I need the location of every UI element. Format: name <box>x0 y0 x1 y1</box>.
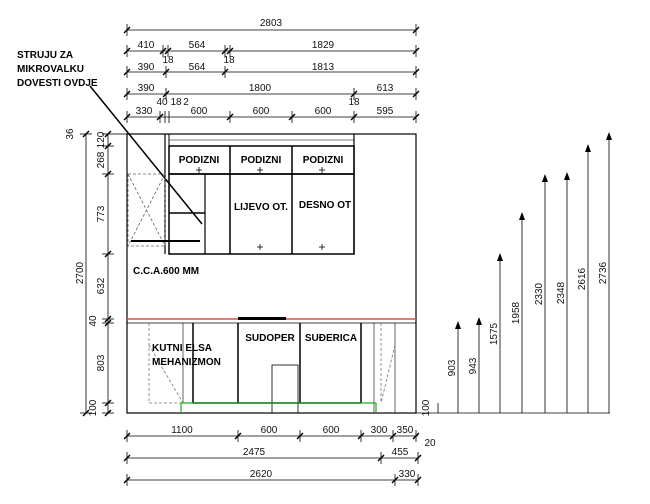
label-podizni-1: PODIZNI <box>179 155 220 166</box>
dim-left-side: 36 <box>65 128 76 140</box>
dim-bottom-r1-a: 1100 <box>171 425 193 436</box>
microwave-niche <box>127 173 166 247</box>
left-dimension-ticks <box>82 130 112 417</box>
dim-top-tiny-18b: 18 <box>348 97 360 108</box>
dim-left-seg-2: 268 <box>96 151 107 168</box>
label-sudoper: SUDOPER <box>245 333 295 344</box>
dim-top-r1-b: 564 <box>189 40 206 51</box>
dim-bottom-r2-b: 455 <box>392 447 409 458</box>
dim-top-tiny-2: 2 <box>183 97 189 108</box>
dim-bottom-r1-d: 300 <box>371 425 388 436</box>
dim-bottom-r1-b: 600 <box>261 425 278 436</box>
dim-bottom-r2-a: 2475 <box>243 447 266 458</box>
dim-bottom-r1-e: 350 <box>397 425 414 436</box>
dim-bottom-r1-c: 600 <box>323 425 340 436</box>
note-line-3: DOVESTI OVDJE <box>17 78 98 89</box>
right-dimension-arrows <box>455 132 612 329</box>
dim-right-h8: 2736 <box>598 261 609 284</box>
dim-left-seg-7: 100 <box>88 399 99 416</box>
note-leader-line <box>89 85 203 225</box>
bottom-dimension-chains <box>126 430 419 486</box>
dim-bottom-r3-b: 330 <box>399 469 416 480</box>
dim-top-r4-a: 330 <box>136 106 153 117</box>
dim-top-r3-c: 613 <box>377 83 394 94</box>
dim-right-h3: 1575 <box>489 322 500 345</box>
top-dimension-ticks <box>123 26 420 121</box>
dim-top-r4-b: 600 <box>191 106 208 117</box>
dim-left-seg-3: 773 <box>96 205 107 222</box>
handle-marks <box>196 167 325 250</box>
note-line-2: MIKROVALKU <box>17 64 84 75</box>
dim-top-r2-a: 390 <box>138 62 155 73</box>
label-podizni-2: PODIZNI <box>241 155 282 166</box>
top-dimension-chains <box>126 24 417 123</box>
dim-left-seg-4: 632 <box>96 277 107 294</box>
sink-top <box>238 317 286 320</box>
upper-cabinets <box>164 134 355 255</box>
dim-right-base: 100 <box>421 399 432 416</box>
dim-bottom-r3-a: 2620 <box>250 469 273 480</box>
label-suderica: SUĐERICA <box>305 333 357 344</box>
dim-top-r2-b: 564 <box>189 62 206 73</box>
dim-overall-width: 2803 <box>260 18 283 29</box>
dim-top-r4-c: 600 <box>253 106 270 117</box>
label-podizni-3: PODIZNI <box>303 155 344 166</box>
note-line-1: STRUJU ZA <box>17 50 73 61</box>
label-lijevo-ot: LIJEVO OT. <box>234 202 288 213</box>
dim-top-r2-c: 1813 <box>312 62 335 73</box>
label-cca-600: C.C.A.600 MM <box>133 266 199 277</box>
wall-outline <box>126 133 417 414</box>
label-kutni-2: MEHANIZMON <box>152 357 221 368</box>
label-desno-ot: DESNO OT <box>299 200 351 211</box>
dim-top-r1-c: 1829 <box>312 40 335 51</box>
left-dimension-chains <box>80 133 127 414</box>
dim-right-h2: 943 <box>468 357 479 374</box>
dim-right-h6: 2348 <box>556 281 567 304</box>
plinth-outline <box>180 402 377 413</box>
dim-top-small-a: 18 <box>162 55 174 66</box>
dim-right-h4: 1958 <box>511 301 522 324</box>
dim-top-small-b: 18 <box>223 55 235 66</box>
bottom-dimension-ticks <box>123 432 422 484</box>
dim-top-tiny-18: 18 <box>170 97 182 108</box>
dim-left-seg-1: 120 <box>96 131 107 148</box>
dim-bottom-small-20: 20 <box>424 438 436 449</box>
lower-dashed-cabinets <box>148 323 396 404</box>
dim-top-r3-a: 390 <box>138 83 155 94</box>
dim-left-total: 2700 <box>75 261 86 284</box>
label-kutni-1: KUTNI ELSA <box>152 343 212 354</box>
dim-top-r4-e: 595 <box>377 106 394 117</box>
dim-top-r3-b: 1800 <box>249 83 272 94</box>
dim-right-h7: 2616 <box>577 267 588 290</box>
right-dimension-lines <box>416 134 610 414</box>
dim-right-h1: 903 <box>447 359 458 376</box>
dim-top-r4-d: 600 <box>315 106 332 117</box>
dim-left-seg-6: 803 <box>96 354 107 371</box>
dim-right-h5: 2330 <box>534 282 545 305</box>
dim-left-seg-5: 40 <box>88 315 99 327</box>
dim-top-tiny-40: 40 <box>156 97 168 108</box>
dim-top-r1-a: 410 <box>138 40 155 51</box>
